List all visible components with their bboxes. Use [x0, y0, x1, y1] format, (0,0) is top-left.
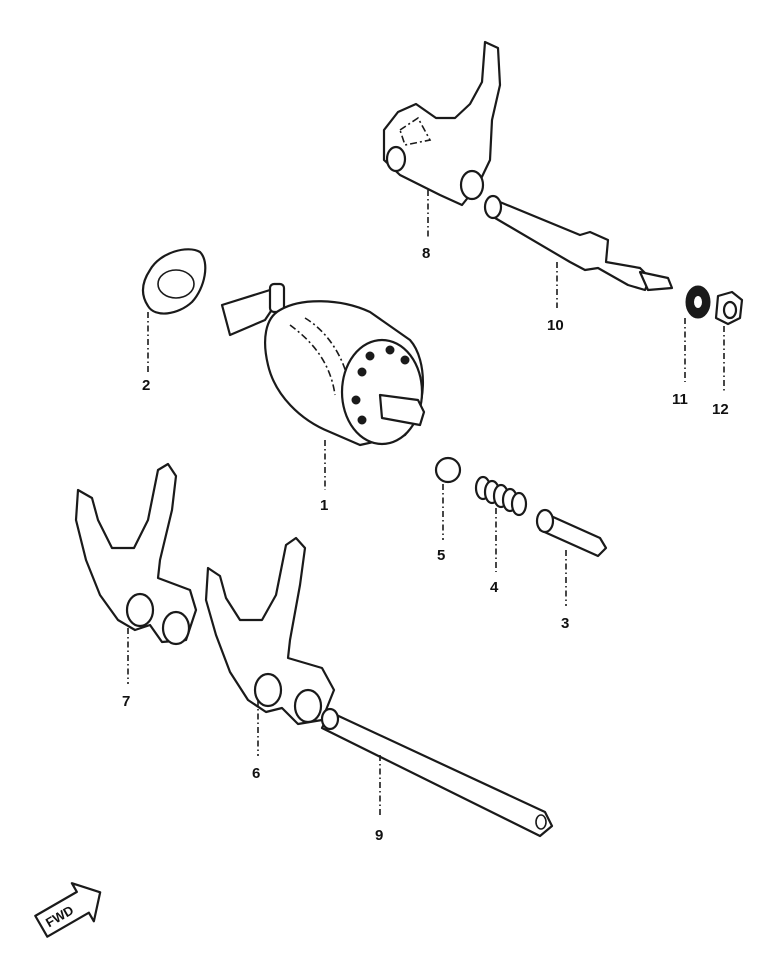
callout-3: 3: [561, 615, 569, 632]
callout-12: 12: [712, 401, 729, 418]
forward-direction-arrow-icon: FWD: [34, 882, 102, 938]
callout-10: 10: [547, 317, 564, 334]
shift-fork-middle: [204, 536, 336, 726]
callout-1: 1: [320, 497, 328, 514]
callout-7: 7: [122, 693, 130, 710]
callout-6: 6: [252, 765, 260, 782]
callout-8: 8: [422, 245, 430, 262]
detent-spring: [474, 475, 528, 517]
thrust-washer: [141, 248, 207, 315]
detent-ball: [434, 456, 462, 484]
callout-5: 5: [437, 547, 445, 564]
lock-washer: [685, 285, 711, 319]
callout-2: 2: [142, 377, 150, 394]
callout-9: 9: [375, 827, 383, 844]
shift-shaft-upper: [483, 194, 674, 292]
callout-11: 11: [672, 391, 688, 408]
detent-plunger: [535, 508, 608, 558]
shift-drum: [220, 282, 426, 447]
shift-fork-left: [74, 462, 198, 646]
shift-fork-upper: [382, 40, 502, 207]
callout-4: 4: [490, 579, 499, 596]
fork-shaft-lower: [320, 707, 554, 838]
hex-nut: [714, 290, 744, 326]
